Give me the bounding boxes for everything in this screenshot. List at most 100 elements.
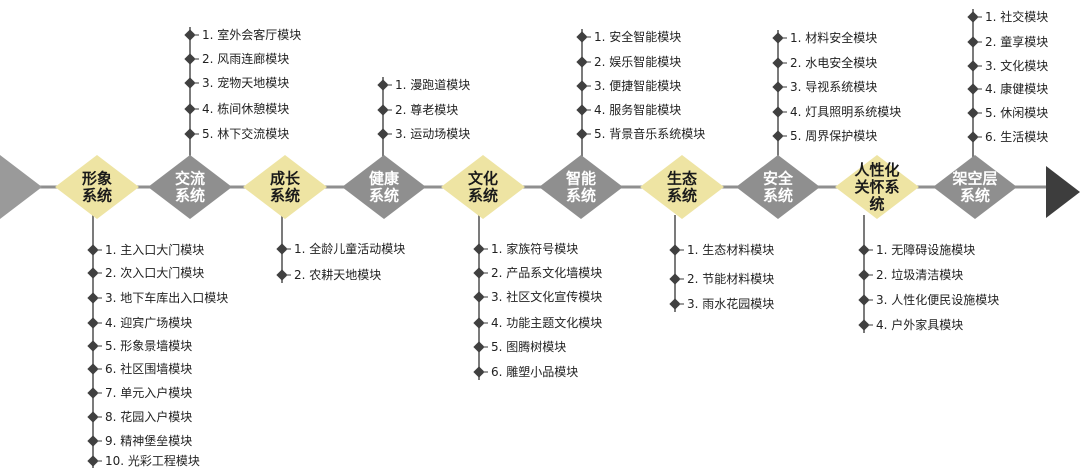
module-diamond-shape: [243, 155, 327, 219]
module-item: 3. 文化模块: [985, 58, 1048, 73]
bullet-diamond-icon: [87, 455, 99, 467]
module-item: 8. 花园入户模块: [105, 409, 192, 424]
bullet-diamond-icon: [576, 104, 588, 116]
module-item: 1. 社交模块: [985, 9, 1048, 24]
module-item: 4. 功能主题文化模块: [491, 315, 602, 330]
bullet-diamond-icon: [473, 267, 485, 279]
module-item: 1. 无障碍设施模块: [876, 242, 975, 257]
bullet-diamond-icon: [87, 267, 99, 279]
module-item: 2. 水电安全模块: [790, 55, 877, 70]
bullet-diamond-icon: [858, 269, 870, 281]
module-title: 系统: [566, 187, 596, 205]
module-item: 10. 光彩工程模块: [105, 453, 200, 468]
bullet-diamond-icon: [184, 53, 196, 65]
module-item: 1. 家族符号模块: [491, 241, 578, 256]
bullet-diamond-icon: [87, 435, 99, 447]
module-item: 3. 导视系统模块: [790, 79, 877, 94]
module-diamond-shape: [835, 155, 919, 219]
start-arrow-icon: [0, 155, 42, 219]
bullet-diamond-icon: [276, 269, 288, 281]
module-title: 人性化: [854, 161, 899, 179]
module-item: 1. 生态材料模块: [687, 243, 774, 257]
module-diamond-shape: [640, 155, 724, 219]
module-item: 4. 户外家具模块: [876, 317, 963, 332]
bullet-diamond-icon: [967, 107, 979, 119]
module-diamond-shape: [539, 155, 623, 219]
module-item: 3. 雨水花园模块: [687, 296, 774, 311]
bullet-diamond-icon: [87, 387, 99, 399]
bullet-diamond-icon: [858, 294, 870, 306]
bullet-diamond-icon: [184, 29, 196, 41]
bullet-diamond-icon: [772, 32, 784, 44]
module-item: 5. 休闲模块: [985, 106, 1048, 120]
module-item: 2. 娱乐智能模块: [594, 54, 681, 69]
bullet-diamond-icon: [87, 411, 99, 423]
bullet-diamond-icon: [967, 131, 979, 143]
bullet-diamond-icon: [473, 243, 485, 255]
module-item: 2. 产品系文化墙模块: [491, 265, 602, 280]
module-item: 2. 农耕天地模块: [294, 267, 381, 282]
module-item: 5. 图腾树模块: [491, 339, 566, 354]
module-item: 3. 地下车库出入口模块: [105, 290, 228, 305]
module-item: 5. 背景音乐系统模块: [594, 126, 705, 141]
module-diamond-shape: [933, 155, 1017, 219]
module-item: 2. 节能材料模块: [687, 272, 774, 286]
bullet-diamond-icon: [576, 128, 588, 140]
module-diamond-shape: [736, 155, 820, 219]
module-title: 成长: [270, 170, 301, 188]
bullet-diamond-icon: [473, 341, 485, 353]
module-item: 1. 漫跑道模块: [395, 78, 470, 92]
module-item: 3. 社区文化宣传模块: [491, 289, 602, 304]
module-title: 系统: [82, 187, 112, 205]
module-title: 文化: [468, 170, 498, 188]
module-item: 1. 全龄儿童活动模块: [294, 241, 405, 256]
bullet-diamond-icon: [87, 340, 99, 352]
module-title: 系统: [667, 187, 697, 205]
module-item: 4. 康健模块: [985, 81, 1048, 96]
bullet-diamond-icon: [184, 103, 196, 115]
module-item: 1. 材料安全模块: [790, 30, 877, 45]
module-item-list: 1. 家族符号模块 2. 产品系文化墙模块 3. 社区文化宣传模块 4. 功能主题文化…: [473, 241, 602, 379]
module-item: 2. 次入口大门模块: [105, 265, 204, 280]
module-title: 智能: [566, 170, 596, 188]
module-title: 交流: [175, 170, 205, 188]
module-item: 5. 林下交流模块: [202, 126, 289, 141]
module-item: 6. 雕塑小品模块: [491, 364, 578, 379]
module-item: 9. 精神堡垒模块: [105, 433, 192, 448]
module-item: 2. 童享模块: [985, 34, 1048, 49]
bullet-diamond-icon: [87, 363, 99, 375]
bullet-diamond-icon: [772, 130, 784, 142]
bullet-diamond-icon: [967, 11, 979, 23]
bullet-diamond-icon: [858, 319, 870, 331]
bullet-diamond-icon: [669, 244, 681, 256]
bullet-diamond-icon: [576, 56, 588, 68]
module-item: 2. 垃圾清洁模块: [876, 267, 963, 282]
module-title: 系统: [175, 187, 205, 205]
module-item: 6. 社区围墙模块: [105, 361, 192, 376]
module-title: 系统: [270, 187, 300, 205]
module-item: 1. 室外会客厅模块: [202, 27, 301, 42]
bullet-diamond-icon: [473, 366, 485, 378]
bullet-diamond-icon: [576, 31, 588, 43]
module-title: 架空层: [951, 170, 997, 188]
bullet-diamond-icon: [669, 298, 681, 310]
bullet-diamond-icon: [772, 81, 784, 93]
module-diamond-shape: [342, 155, 426, 219]
bullet-diamond-icon: [184, 128, 196, 140]
bullet-diamond-icon: [967, 36, 979, 48]
